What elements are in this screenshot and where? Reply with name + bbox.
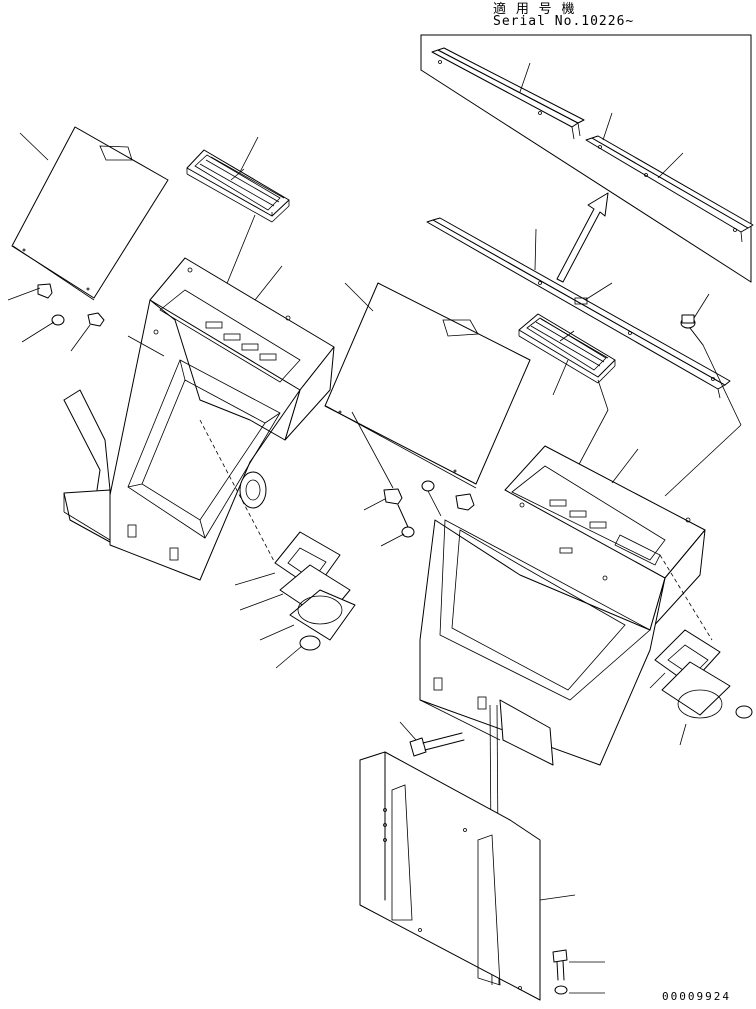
housing-bolt	[409, 732, 465, 757]
right-vent-grille	[518, 313, 616, 384]
serial-inset-box	[420, 34, 752, 283]
bottom-bolt-and-washer	[552, 949, 568, 995]
right-louvre-assembly	[654, 629, 753, 719]
right-console-housing	[419, 445, 706, 766]
inset-rail-left	[431, 47, 585, 140]
left-vent-grille	[186, 149, 290, 223]
rail-bolt	[680, 314, 704, 346]
bottom-cover-plate	[359, 751, 541, 1001]
left-hinge-parts	[37, 283, 105, 327]
inset-rail-right	[585, 135, 754, 243]
main-rail	[426, 217, 731, 399]
left-console-housing	[63, 257, 335, 581]
left-lid	[11, 126, 169, 301]
right-hinge-parts	[383, 480, 475, 538]
right-lid	[324, 282, 531, 489]
serial-number-label: Serial No.10226~	[493, 14, 635, 29]
left-louvre-assembly	[274, 531, 356, 651]
upgrade-arrow	[556, 192, 609, 283]
drawing-code: 00009924	[662, 990, 731, 1003]
applicable-machine-label: 適 用 号 機	[493, 2, 576, 17]
